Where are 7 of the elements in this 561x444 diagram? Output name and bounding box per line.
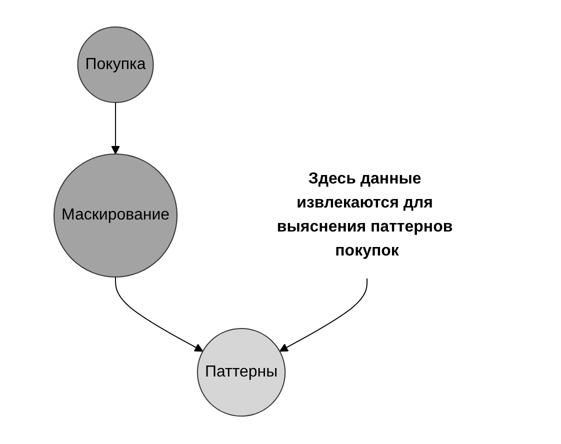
node-circle: Маскирование <box>53 154 178 278</box>
arrow <box>111 102 120 155</box>
arrow <box>115 276 204 352</box>
node-circle: Покупка <box>77 26 154 104</box>
arrow <box>279 278 368 352</box>
node-circle: Паттерны <box>196 328 286 418</box>
node-text: Здесь данные извлекаются для выяснения паттернов покупок <box>276 170 453 260</box>
